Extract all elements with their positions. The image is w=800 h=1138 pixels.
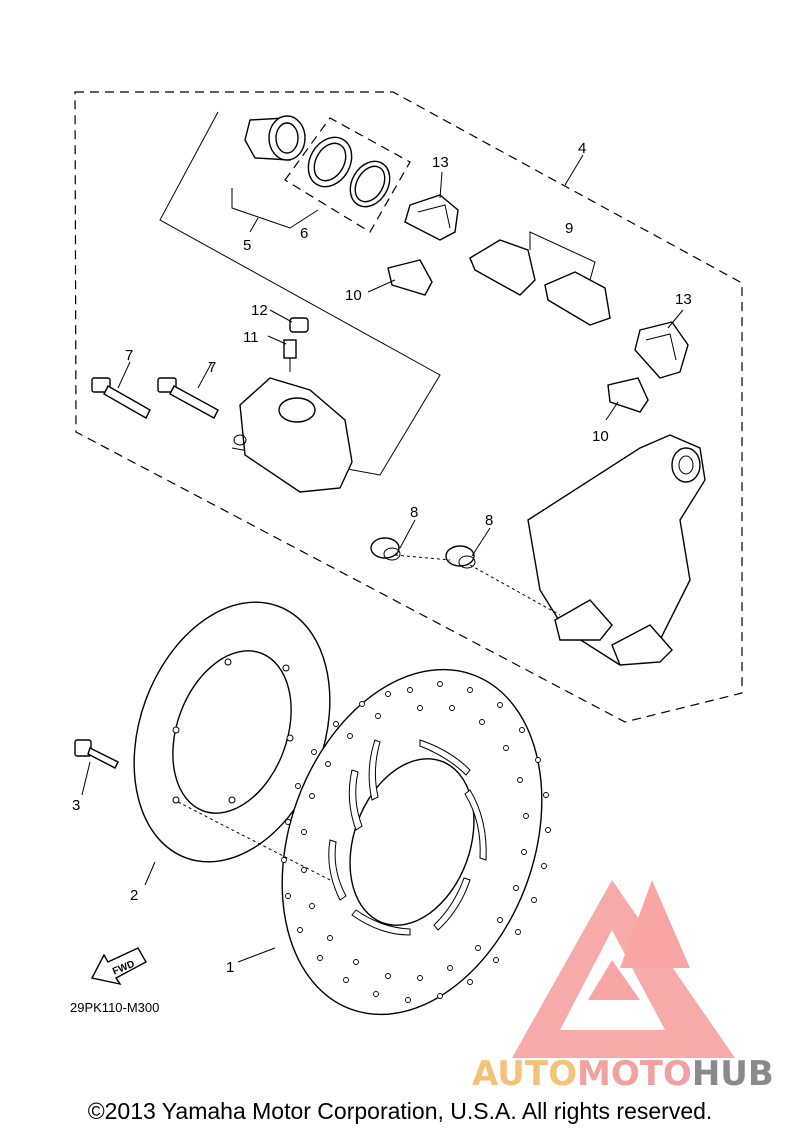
callout-9: 9	[565, 220, 573, 237]
watermark-auto: AUTO	[472, 1054, 577, 1094]
callout-8a: 8	[410, 504, 418, 521]
pad-clip-lower	[607, 377, 649, 413]
callout-8b: 8	[485, 512, 493, 529]
copyright-footer: ©2013 Yamaha Motor Corporation, U.S.A. A…	[87, 1098, 713, 1124]
callout-13a: 13	[432, 154, 449, 171]
slide-pin-boot-2	[445, 545, 476, 569]
brake-piston	[244, 115, 306, 161]
slide-pin-boot-1	[370, 537, 401, 561]
disc-mount-plate	[133, 601, 331, 863]
callout-7b: 7	[208, 359, 216, 376]
caliper-bolt-2	[157, 377, 219, 419]
callouts: 1 2 3 4 5 6 7 7 8 8 9 10 10 11 12 13 13	[72, 140, 692, 976]
piston-seals	[307, 136, 391, 208]
caliper-body	[233, 377, 353, 493]
callout-13b: 13	[675, 291, 692, 308]
bleed-screw	[283, 339, 297, 372]
callout-10b: 10	[592, 428, 609, 445]
watermark-moto: MOTO	[576, 1054, 692, 1094]
callout-12: 12	[251, 302, 268, 319]
watermark-wordmark: AUTOMOTOHUB	[472, 1054, 792, 1094]
callout-6: 6	[300, 225, 308, 242]
watermark-hub: HUB	[691, 1054, 774, 1094]
brake-pad-kit	[469, 239, 611, 326]
callout-5: 5	[243, 237, 251, 254]
watermark-logo	[512, 880, 735, 1058]
callout-11: 11	[243, 329, 259, 346]
brake-disc	[281, 668, 551, 1016]
seal-kit-boundary	[284, 117, 411, 233]
diagram-ref-code: 29PK110-M300	[70, 1000, 159, 1015]
callout-4: 4	[578, 140, 586, 157]
caliper-bracket	[527, 434, 706, 666]
bleed-screw-cap	[289, 317, 309, 333]
fwd-arrow-icon: FWD	[90, 947, 147, 986]
callout-10a: 10	[345, 287, 362, 304]
disc-bolt	[74, 739, 119, 769]
caliper-bolt-1	[91, 377, 151, 419]
pad-clip-upper	[387, 259, 433, 296]
pad-shim-upper	[404, 194, 459, 241]
callout-1: 1	[226, 959, 234, 976]
callout-7a: 7	[125, 347, 133, 364]
leader-lines	[81, 154, 684, 963]
callout-3: 3	[72, 797, 80, 814]
callout-2: 2	[130, 887, 138, 904]
assembly-boundary	[74, 91, 743, 723]
pad-shim-lower	[634, 321, 689, 379]
